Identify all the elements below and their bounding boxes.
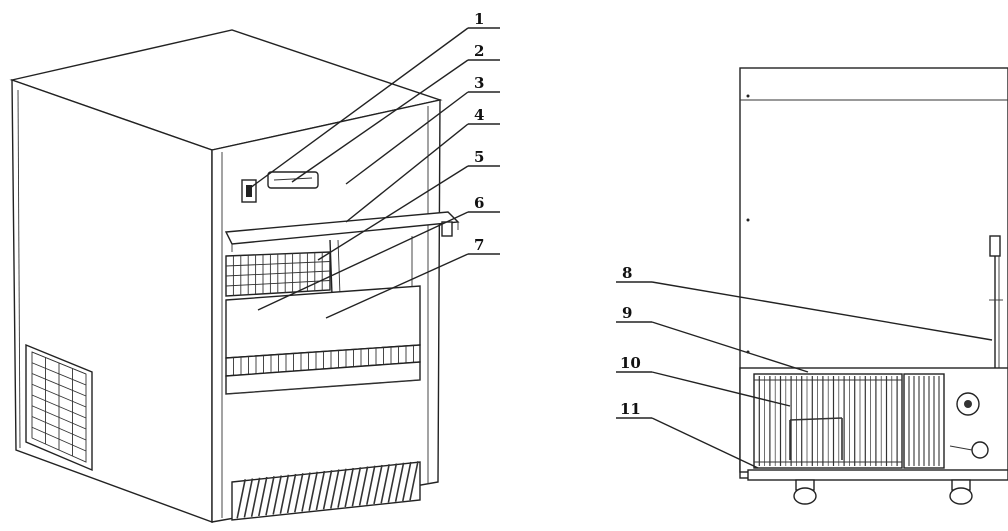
callout-lines [249,27,993,469]
caster-wheel-left [793,479,817,505]
callout-label-11: 11 [620,400,641,418]
caster-wheel-right [949,479,973,505]
side-vent-grille [25,343,93,472]
callout-label-6: 6 [474,194,484,212]
callout-labels: 1 2 3 4 5 6 7 8 9 10 11 [474,10,641,418]
ice-tray [225,251,331,297]
front-view [9,29,460,524]
rear-view [739,67,1008,505]
condenser-grille [753,373,903,469]
callout-label-8: 8 [622,264,632,282]
callout-label-3: 3 [474,74,484,92]
callout-label-1: 1 [474,10,484,28]
callout-label-5: 5 [474,148,484,166]
front-vent-grille [231,461,421,521]
callout-label-4: 4 [474,106,484,124]
drain-outlet [971,441,989,459]
machine-side-panel [11,79,213,524]
display-panel [267,171,319,189]
callout-label-2: 2 [474,42,484,60]
callout-label-10: 10 [620,354,641,372]
drain-hose-connector [989,235,1001,257]
callout-label-7: 7 [474,236,484,254]
rear-base [747,469,1008,481]
callout-label-9: 9 [622,304,632,322]
